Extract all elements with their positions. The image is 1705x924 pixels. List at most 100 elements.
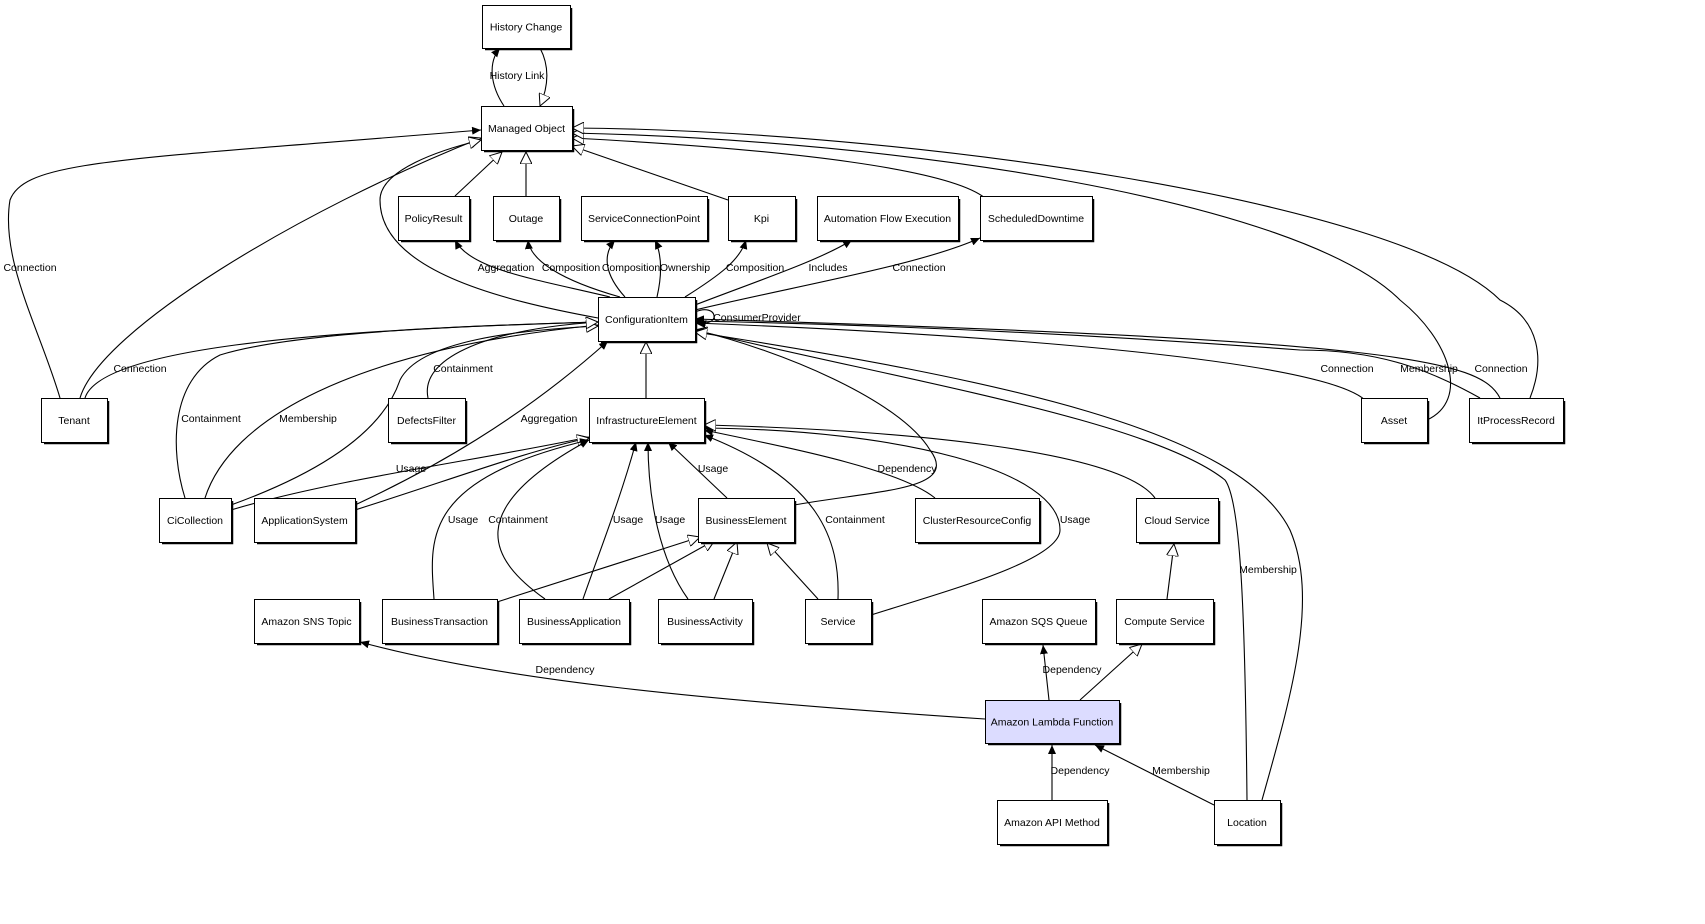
node-label: ItProcessRecord xyxy=(1477,415,1555,427)
inheritance-arrow xyxy=(354,438,589,511)
node-label: Managed Object xyxy=(488,123,565,135)
node-scheduled-downtime[interactable]: ScheduledDowntime xyxy=(980,196,1095,243)
node-automation-flow-execution[interactable]: Automation Flow Execution xyxy=(817,196,961,243)
node-business-element[interactable]: BusinessElement xyxy=(698,498,797,545)
node-label: Outage xyxy=(509,213,544,225)
node-location[interactable]: Location xyxy=(1214,800,1283,847)
edge-label: Connection xyxy=(892,262,945,274)
node-amazon-lambda-function[interactable]: Amazon Lambda Function xyxy=(985,700,1122,746)
inheritance-arrow xyxy=(572,128,1539,399)
edge-label: Membership xyxy=(1400,363,1458,375)
node-box xyxy=(519,599,630,644)
node-application-system[interactable]: ApplicationSystem xyxy=(254,498,358,545)
edge-label: Composition xyxy=(726,262,785,274)
edge-label: ConsumerProvider xyxy=(713,312,801,324)
node-shadow xyxy=(731,199,798,243)
edge-location-to-configuration-item xyxy=(695,332,1304,801)
node-label: ServiceConnectionPoint xyxy=(588,213,700,225)
node-box xyxy=(1136,498,1219,543)
association-arrow xyxy=(694,317,1481,399)
node-shadow xyxy=(385,602,500,646)
edge-business-application-to-infrastructure-element: Usage xyxy=(582,441,643,600)
association-arrow xyxy=(703,434,839,600)
node-label: Amazon SNS Topic xyxy=(261,616,351,628)
edge-label: Connection xyxy=(113,363,166,375)
node-box xyxy=(985,700,1120,744)
node-history-change[interactable]: History Change xyxy=(482,5,573,51)
node-asset[interactable]: Asset xyxy=(1361,398,1430,445)
association-arrow xyxy=(175,318,599,499)
edge-label: Usage xyxy=(1060,514,1091,526)
node-label: Service xyxy=(820,616,855,628)
node-label: BusinessTransaction xyxy=(391,616,488,628)
node-configuration-item[interactable]: ConfigurationItem xyxy=(598,297,698,344)
node-service-connection-point[interactable]: ServiceConnectionPoint xyxy=(581,196,710,243)
edge-configuration-item-to-kpi: Composition xyxy=(684,239,785,298)
node-box xyxy=(388,398,466,443)
node-service[interactable]: Service xyxy=(805,599,874,646)
node-policy-result[interactable]: PolicyResult xyxy=(398,196,472,243)
edge-label: Containment xyxy=(825,514,885,526)
node-managed-object[interactable]: Managed Object xyxy=(481,106,575,153)
node-shadow xyxy=(592,401,707,445)
association-arrow xyxy=(684,239,748,298)
node-outage[interactable]: Outage xyxy=(493,196,562,243)
inheritance-arrow xyxy=(426,322,598,399)
association-arrow xyxy=(694,319,1366,401)
edge-kpi-to-managed-object xyxy=(572,146,729,201)
inheritance-arrow xyxy=(572,133,1452,421)
edge-it-process-record-to-configuration-item: Connection xyxy=(694,315,1528,399)
edge-label: Containment xyxy=(433,363,493,375)
node-shadow xyxy=(257,501,358,545)
association-arrow xyxy=(524,239,621,298)
node-compute-service[interactable]: Compute Service xyxy=(1116,599,1216,646)
node-amazon-sqs-queue[interactable]: Amazon SQS Queue xyxy=(982,599,1098,646)
node-shadow xyxy=(988,703,1122,746)
edge-location-to-amazon-lambda-function: Membership xyxy=(1094,744,1215,806)
node-shadow xyxy=(484,109,575,153)
node-box xyxy=(915,498,1040,543)
association-arrow xyxy=(354,340,609,506)
node-business-activity[interactable]: BusinessActivity xyxy=(658,599,755,646)
node-label: Amazon SQS Queue xyxy=(989,616,1087,628)
node-tenant[interactable]: Tenant xyxy=(41,398,110,445)
node-label: InfrastructureElement xyxy=(596,415,696,427)
edge-label: Usage xyxy=(698,463,729,475)
node-it-process-record[interactable]: ItProcessRecord xyxy=(1469,398,1566,445)
edge-label: Aggregation xyxy=(521,413,578,425)
node-label: Amazon Lambda Function xyxy=(991,716,1114,728)
edge-configuration-item-to-policy-result: Aggregation xyxy=(454,239,611,298)
node-amazon-api-method[interactable]: Amazon API Method xyxy=(997,800,1110,847)
association-arrow xyxy=(491,47,505,107)
edge-configuration-item-to-scheduled-downtime: Connection xyxy=(694,237,981,311)
inheritance-arrow xyxy=(1166,544,1174,600)
node-label: ClusterResourceConfig xyxy=(923,515,1032,527)
edge-scheduled-downtime-to-managed-object xyxy=(572,138,986,199)
edge-label: Dependency xyxy=(1043,664,1103,676)
node-shadow xyxy=(485,8,573,51)
edge-amazon-lambda-function-to-amazon-sns-topic: Dependency xyxy=(359,640,986,720)
node-shadow xyxy=(1364,401,1430,445)
inheritance-arrow xyxy=(608,540,715,600)
node-defects-filter[interactable]: DefectsFilter xyxy=(388,398,468,445)
inheritance-arrow xyxy=(695,330,937,506)
node-label: DefectsFilter xyxy=(397,415,456,427)
node-shadow xyxy=(985,602,1098,646)
node-cluster-resource-config[interactable]: ClusterResourceConfig xyxy=(915,498,1042,545)
node-kpi[interactable]: Kpi xyxy=(728,196,798,243)
edge-label: Connection xyxy=(1320,363,1373,375)
node-business-application[interactable]: BusinessApplication xyxy=(519,599,632,646)
edge-ci-collection-to-configuration-item: Containment xyxy=(175,318,599,499)
edge-business-activity-to-infrastructure-element: Usage xyxy=(644,441,689,600)
association-arrow xyxy=(654,239,663,298)
node-cloud-service[interactable]: Cloud Service xyxy=(1136,498,1221,545)
node-label: ApplicationSystem xyxy=(261,515,348,527)
node-business-transaction[interactable]: BusinessTransaction xyxy=(382,599,500,646)
edge-service-to-infrastructure-element: Containment xyxy=(703,434,885,600)
edge-application-system-to-infrastructure-element xyxy=(354,438,589,511)
node-label: BusinessElement xyxy=(705,515,786,527)
node-amazon-sns-topic[interactable]: Amazon SNS Topic xyxy=(254,599,362,646)
node-ci-collection[interactable]: CiCollection xyxy=(159,498,234,545)
node-infrastructure-element[interactable]: InfrastructureElement xyxy=(589,398,707,445)
